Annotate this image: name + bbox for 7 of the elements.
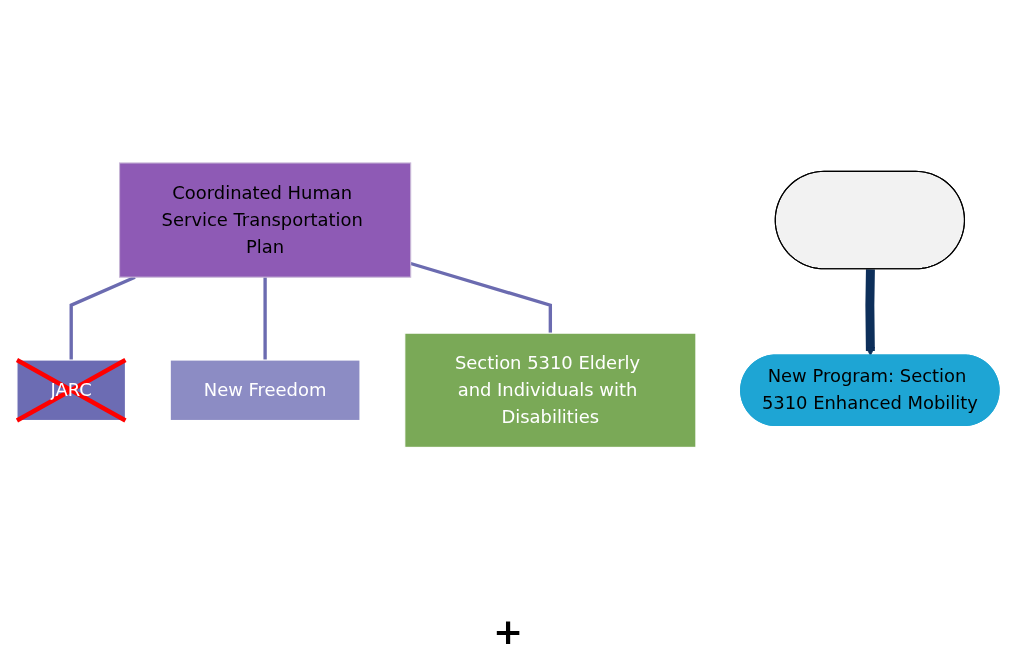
plus-sign: + <box>492 612 524 652</box>
connector <box>410 261 552 333</box>
node-box: New Freedom <box>169 359 361 421</box>
node-box: Section 5310 Elderly and Individuals with Disabilities <box>404 332 697 448</box>
connector <box>263 277 267 360</box>
arrow <box>865 269 876 356</box>
node-box: Coordinated Human Service Transportation Plan <box>119 162 412 278</box>
